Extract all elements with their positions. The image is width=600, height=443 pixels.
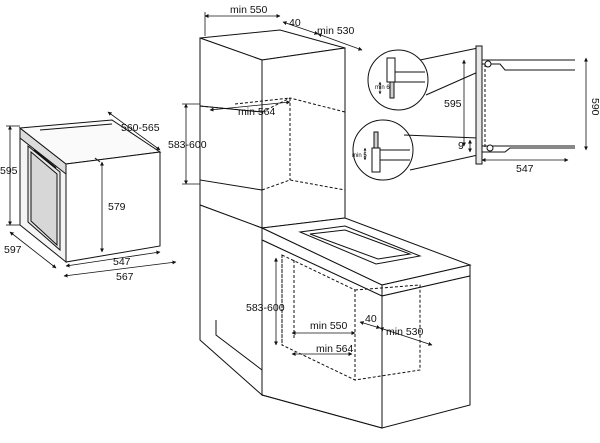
tall-niche-height-label: 583-600 [168, 139, 207, 151]
oven-drawing [18, 119, 162, 264]
oven-outer-width-label: 567 [116, 271, 134, 283]
detail-547-label: 547 [516, 163, 534, 175]
detail-bottom-inset [363, 131, 410, 173]
side-dimension-lines [462, 57, 588, 162]
detail-min6-label: min 6 [375, 85, 390, 91]
lower-min-width-label: min 550 [310, 320, 348, 332]
cabinet-dimension-lines [182, 12, 433, 356]
detail-circles [352, 47, 479, 181]
oven-height-label: 595 [0, 165, 18, 177]
lower-gap-label: 40 [365, 313, 377, 325]
detail-top-inset [378, 57, 425, 99]
lower-min-depth-label: min 530 [386, 326, 424, 338]
side-section [475, 45, 575, 165]
oven-depth-label: 560-565 [121, 122, 160, 134]
oven-inner-width-label: 547 [113, 256, 131, 268]
detail-9-label: 9 [458, 140, 464, 152]
lower-niche-height-label: 583-600 [246, 302, 285, 314]
oven-inner-height-label: 579 [108, 201, 126, 213]
tall-min-depth-label: min 530 [317, 25, 355, 37]
detail-min5-label: min 5 [352, 153, 367, 159]
tall-min-inner-label: min 564 [238, 106, 276, 118]
tall-min-width-label: min 550 [230, 4, 268, 16]
cabinet-drawing [199, 29, 472, 429]
detail-595-label: 595 [444, 98, 462, 110]
oven-width-label: 597 [4, 244, 22, 256]
detail-590-label: 590 [589, 98, 600, 116]
lower-min-inner-label: min 564 [316, 343, 354, 355]
oven-dimension-lines [6, 111, 177, 278]
tall-gap-label: 40 [289, 17, 301, 29]
